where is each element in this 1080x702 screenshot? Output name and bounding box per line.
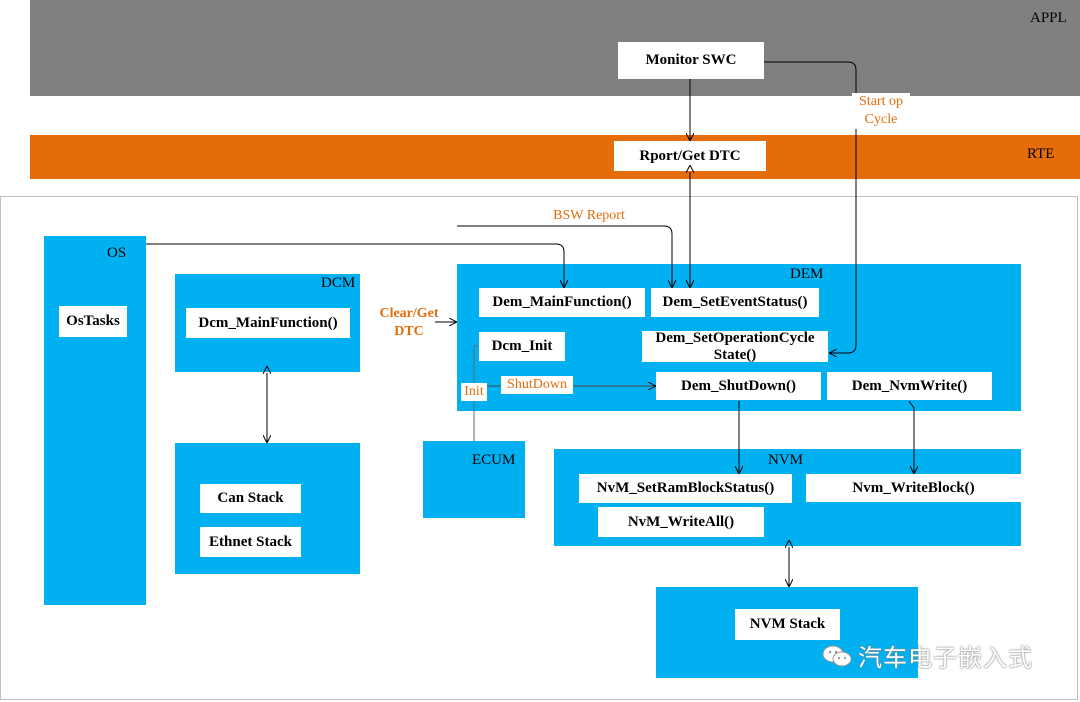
dem-nvm-write-box: Dem_NvmWrite() [827,372,992,400]
os-tasks-box: OsTasks [59,306,127,337]
dem-shutdown-box: Dem_ShutDown() [656,372,821,400]
nvm-write-all-box: NvM_WriteAll() [598,507,764,537]
ecum-block [423,441,525,518]
dcm-init-box: Dcm_Init [479,332,565,361]
start-op-cycle-arrow [764,61,857,353]
wechat-icon [822,644,852,668]
clear-get-dtc-label: Clear/Get DTC [379,306,439,339]
ecum-init-line [473,345,478,441]
appl-label: APPL [1030,10,1067,26]
rte-label: RTE [1027,146,1055,162]
nvm-write-block-box: Nvm_WriteBlock() [806,474,1021,502]
bsw-frame [0,196,1078,700]
os-label: OS [107,245,127,261]
report-get-dtc-box: Rport/Get DTC [614,141,766,171]
init-label: Init [461,383,487,401]
nvm-write-to-write-block-arrow [908,400,914,473]
nvm-set-ram-block-status-box: NvM_SetRamBlockStatus() [579,474,792,503]
dem-set-operation-cycle-state-box: Dem_SetOperationCycle State() [642,330,828,363]
start-op-cycle-label: Start op Cycle [852,93,910,129]
dem-label: DEM [790,266,824,282]
watermark-text: 汽车电子嵌入式 [858,644,1033,672]
dcm-main-function-box: Dcm_MainFunction() [186,308,350,338]
nvm-label: NVM [768,452,804,468]
shutdown-label: ShutDown [501,376,573,394]
watermark: 汽车电子嵌入式 [822,638,1033,673]
bsw-report-arrow [457,225,672,287]
os-block [44,236,146,605]
ethnet-stack-box: Ethnet Stack [200,527,301,557]
monitor-swc-box: Monitor SWC [618,42,764,79]
dem-main-function-box: Dem_MainFunction() [479,288,645,317]
rte-layer [30,135,1080,179]
nvm-stack-box: NVM Stack [735,609,840,640]
bsw-report-label: BSW Report [544,207,634,225]
dem-set-event-status-box: Dem_SetEventStatus() [651,288,819,317]
can-stack-box: Can Stack [200,484,301,513]
os-to-dem-main-arrow [146,243,564,287]
appl-layer [30,0,1080,96]
ecum-label: ECUM [472,452,516,468]
dcm-label: DCM [321,275,356,291]
